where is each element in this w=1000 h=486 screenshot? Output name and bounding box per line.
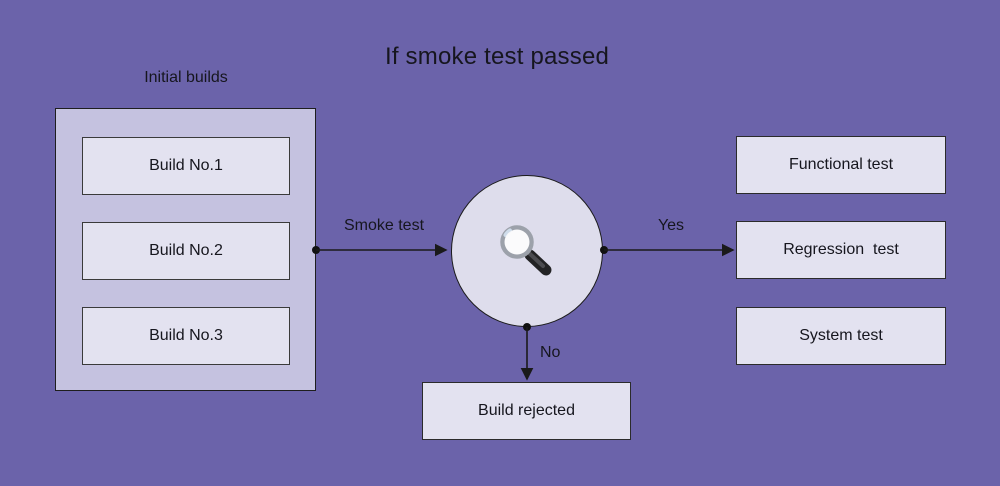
system-test-label: System test — [799, 327, 883, 344]
build-node-3: Build No.3 — [82, 307, 290, 365]
build-node-1-label: Build No.1 — [149, 157, 223, 174]
diagram-title: If smoke test passed — [384, 43, 610, 70]
no-arrow — [520, 323, 534, 381]
build-node-1: Build No.1 — [82, 137, 290, 195]
smoke-test-edge-label: Smoke test — [343, 217, 425, 234]
regression-test-node: Regression test — [736, 221, 946, 279]
yes-edge-label: Yes — [657, 217, 685, 234]
build-rejected-node: Build rejected — [422, 382, 631, 440]
functional-test-label: Functional test — [788, 156, 894, 173]
regression-test-label: Regression test — [783, 241, 899, 258]
build-node-2-label: Build No.2 — [149, 242, 223, 259]
yes-arrow — [600, 243, 735, 257]
functional-test-node: Functional test — [736, 136, 946, 194]
build-node-3-label: Build No.3 — [149, 327, 223, 344]
build-rejected-label: Build rejected — [478, 402, 575, 419]
magnifying-glass-icon — [500, 225, 552, 276]
smoke-test-arrow — [312, 243, 448, 257]
system-test-node: System test — [736, 307, 946, 365]
build-node-2: Build No.2 — [82, 222, 290, 280]
initial-builds-group: Build No.1 Build No.2 Build No.3 — [55, 108, 316, 391]
no-edge-label: No — [540, 344, 561, 361]
initial-builds-label: Initial builds — [144, 69, 228, 86]
